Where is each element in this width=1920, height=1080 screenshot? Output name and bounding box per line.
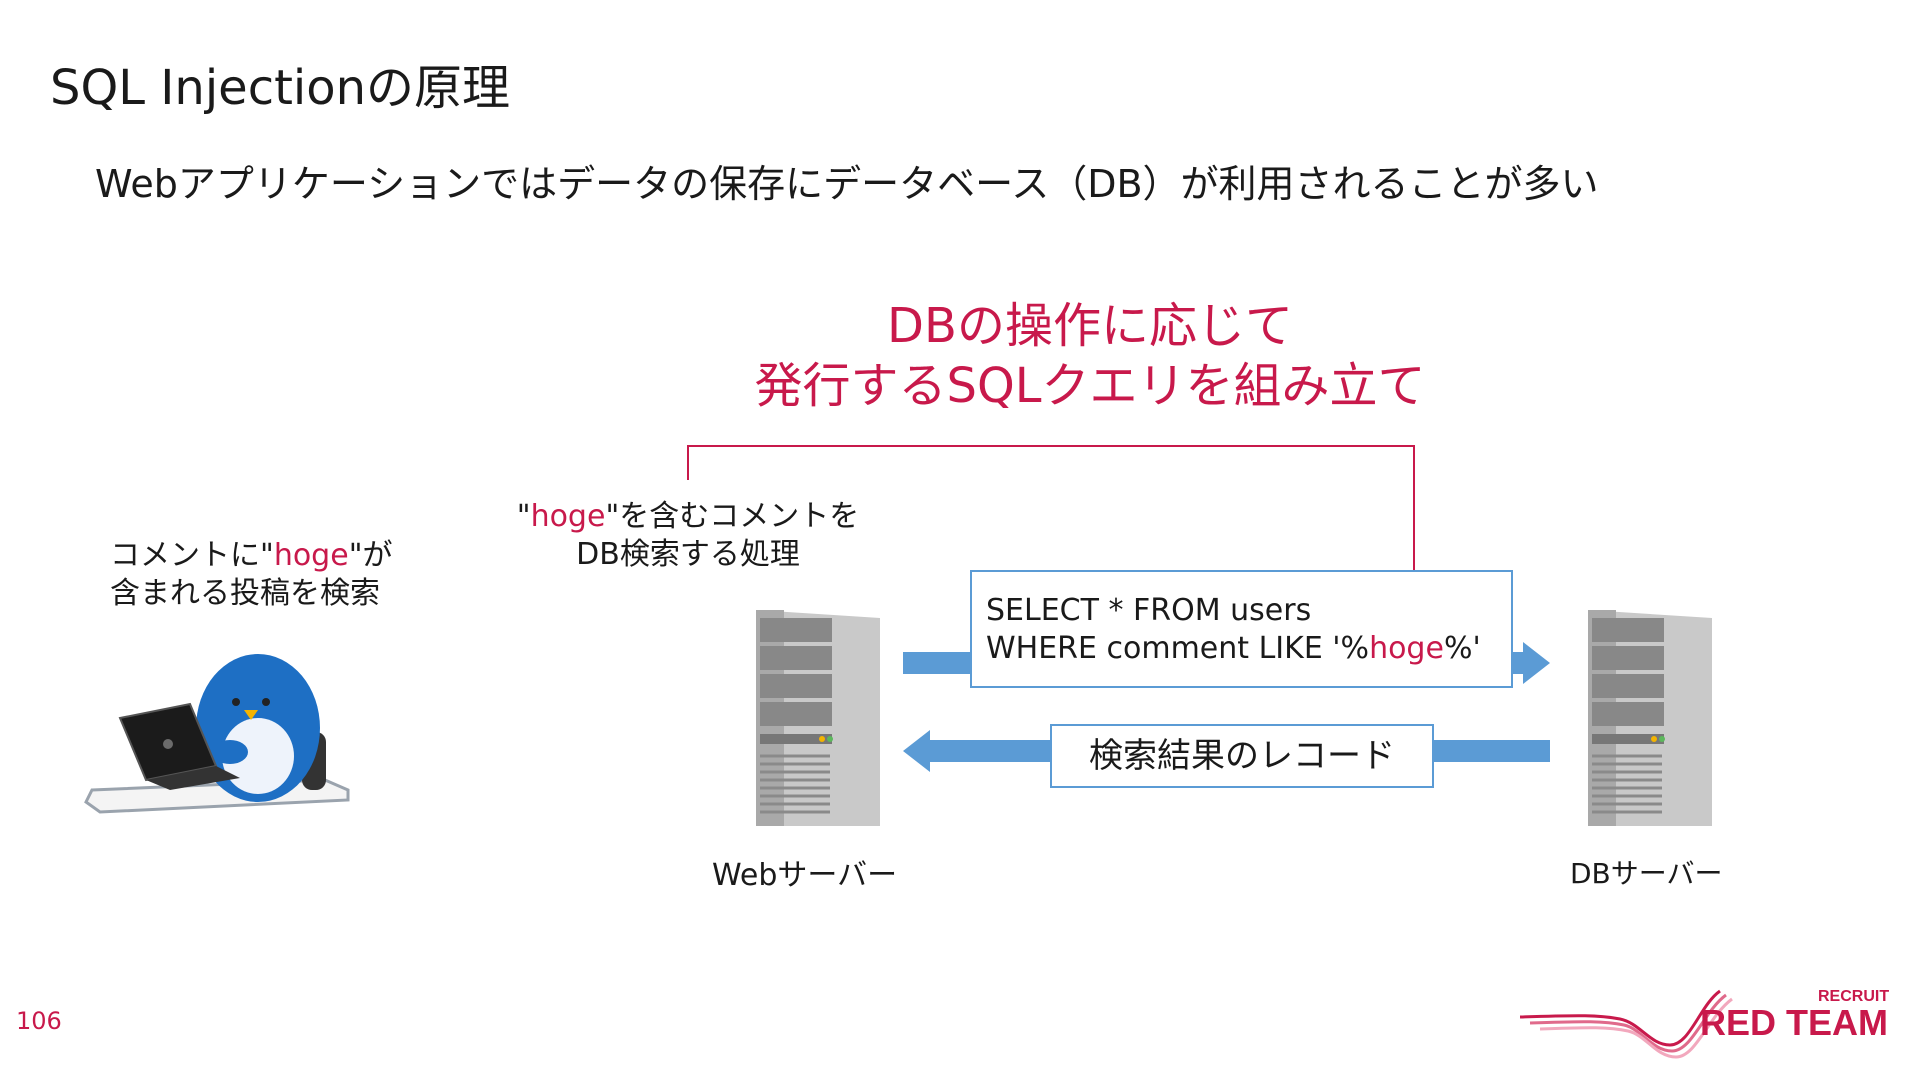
db-server-caption: DBサーバー — [1570, 857, 1723, 890]
process-label: "hoge"を含むコメントを DB検索する処理 — [508, 498, 868, 574]
slide-title: SQL Injectionの原理 — [50, 60, 511, 116]
web-server-caption: Webサーバー — [712, 858, 898, 893]
sql-query-box: SELECT * FROM users WHERE comment LIKE '… — [970, 570, 1513, 688]
recruit-red-team-logo: RECRUIT RED TEAM — [1520, 988, 1889, 1059]
sql-line1: SELECT * FROM users — [986, 593, 1312, 628]
page-number: 106 — [16, 1007, 62, 1035]
headline-line1: DBの操作に応じて — [887, 298, 1293, 354]
penguin-with-laptop-illustration — [84, 654, 350, 814]
result-records-box: 検索結果のレコード — [1050, 724, 1434, 788]
user-action-label: コメントに"hoge"が 含まれる投稿を検索 — [110, 537, 393, 613]
web-server-icon — [756, 610, 880, 826]
slide-subtitle: Webアプリケーションではデータの保存にデータベース（DB）が利用されることが多… — [95, 162, 1599, 206]
db-server-icon — [1588, 610, 1712, 826]
logo-redteam-text: RED TEAM — [1700, 1002, 1888, 1043]
process-line1: "hoge"を含むコメントを — [516, 499, 860, 534]
logo-recruit-text: RECRUIT — [1818, 988, 1889, 1005]
process-line2: DB検索する処理 — [576, 537, 800, 572]
headline-line2: 発行するSQLクエリを組み立て — [754, 358, 1426, 414]
user-action-line1: コメントに"hoge"が — [110, 538, 393, 573]
user-action-line2: 含まれる投稿を検索 — [110, 576, 380, 611]
sql-line2: WHERE comment LIKE '%hoge%' — [986, 631, 1481, 666]
